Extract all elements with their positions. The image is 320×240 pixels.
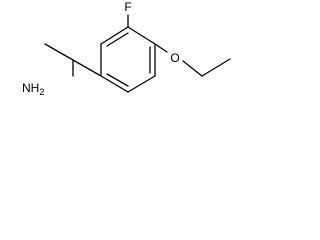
atom-labels: F O NH2 xyxy=(22,0,180,97)
bonds xyxy=(44,14,231,93)
ring-bond-c2-c3 xyxy=(127,26,156,45)
ring-bond-c1-c2 xyxy=(100,26,129,45)
c-o-bond xyxy=(154,43,168,53)
ring-double-bond-c5-c6 xyxy=(106,73,129,87)
ring-bond-c4-c5 xyxy=(127,75,156,93)
amine-label: NH2 xyxy=(22,81,44,97)
ring-bond-c5-c6 xyxy=(100,75,129,93)
chemical-structure: F O NH2 xyxy=(22,0,231,97)
ring-double-bond-c1-c2 xyxy=(106,32,129,47)
amine-label-base: NH xyxy=(22,81,39,95)
ch2-ch3-bond xyxy=(201,58,231,77)
o-ch2-bond xyxy=(182,60,203,77)
ring-to-ch-bond xyxy=(72,59,102,77)
amine-label-subscript: 2 xyxy=(39,87,44,97)
fluorine-label: F xyxy=(124,0,131,14)
oxygen-label: O xyxy=(170,51,179,65)
ch-ch3-bond xyxy=(44,43,74,61)
